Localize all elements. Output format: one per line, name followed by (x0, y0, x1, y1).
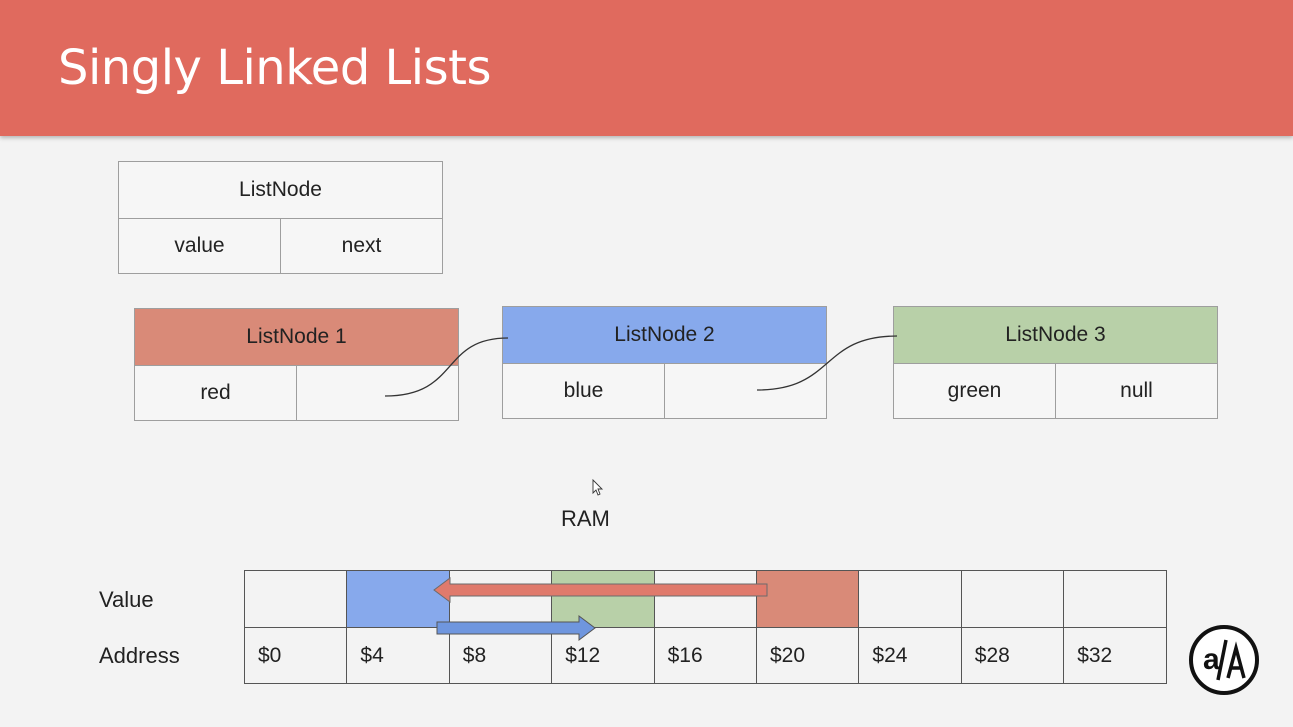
ram-address-text: $32 (1077, 643, 1113, 667)
ram-value-cell-1 (347, 571, 450, 627)
ram-address-text: $16 (667, 643, 703, 667)
ram-arrow-red-left (433, 577, 768, 603)
ram-address-cell-0: $0 (245, 628, 348, 683)
listnode-3-title: ListNode 3 (894, 307, 1217, 363)
ram-address-cell-7: $28 (962, 628, 1065, 683)
ram-address-cell-6: $24 (859, 628, 962, 683)
listnode-3-box: ListNode 3 green null (893, 306, 1218, 419)
ram-value-cell-6 (859, 571, 962, 627)
ram-row-divider (245, 627, 1166, 628)
ram-value-cell-3 (552, 571, 655, 627)
listnode-2-title: ListNode 2 (503, 307, 826, 363)
listnode-legend-box: ListNode value next (118, 161, 443, 274)
ram-value-cell-4 (655, 571, 757, 627)
listnode-1-title: ListNode 1 (135, 309, 458, 365)
app-academy-logo: a (1188, 624, 1260, 696)
listnode-legend-next-field: next (341, 234, 382, 257)
listnode-3-next: null (1120, 379, 1153, 402)
ram-address-text: $0 (258, 643, 282, 667)
svg-text:a: a (1203, 643, 1220, 676)
listnode-2-box: ListNode 2 blue (502, 306, 827, 419)
divider (280, 218, 281, 273)
slide-header: Singly Linked Lists (0, 0, 1293, 136)
divider (664, 363, 665, 418)
listnode-2-value: blue (563, 379, 604, 402)
pointer-curve-node2-to-node3 (756, 335, 898, 391)
ram-address-cell-8: $32 (1064, 628, 1166, 683)
ram-address-text: $24 (872, 643, 908, 667)
ram-value-cell-7 (962, 571, 1065, 627)
ram-address-text: $20 (770, 643, 806, 667)
listnode-3-value: green (947, 379, 1002, 402)
listnode-1-value: red (200, 381, 231, 404)
ram-arrow-blue-right (436, 615, 596, 641)
ram-address-cell-5: $20 (757, 628, 860, 683)
ram-value-row-label: Value (99, 587, 154, 612)
listnode-legend-title: ListNode (239, 178, 322, 201)
ram-value-cell-5 (757, 571, 860, 627)
ram-address-cell-1: $4 (347, 628, 450, 683)
mouse-cursor-icon (592, 478, 604, 496)
divider (296, 365, 297, 420)
ram-address-text: $8 (462, 643, 487, 667)
slide-title: Singly Linked Lists (58, 40, 491, 96)
ram-address-text: $12 (565, 643, 601, 667)
divider (1055, 363, 1056, 418)
ram-address-row-label: Address (99, 643, 180, 668)
ram-value-cell-0 (245, 571, 348, 627)
ram-value-cell-2 (450, 571, 553, 627)
listnode-1-box: ListNode 1 red (134, 308, 459, 421)
ram-address-cell-4: $16 (655, 628, 757, 683)
ram-address-cell-3: $12 (552, 628, 655, 683)
logo-icon: a (1189, 625, 1259, 695)
listnode-legend-value-field: value (174, 234, 225, 257)
ram-label: RAM (561, 506, 610, 531)
ram-address-text: $28 (974, 643, 1010, 667)
ram-address-cell-2: $8 (450, 628, 553, 683)
ram-address-text: $4 (360, 643, 384, 667)
ram-grid: $0 $4 $8 $12 $16 $20 $24 $28 $32 (244, 570, 1167, 684)
pointer-curve-node1-to-node2 (384, 337, 509, 397)
